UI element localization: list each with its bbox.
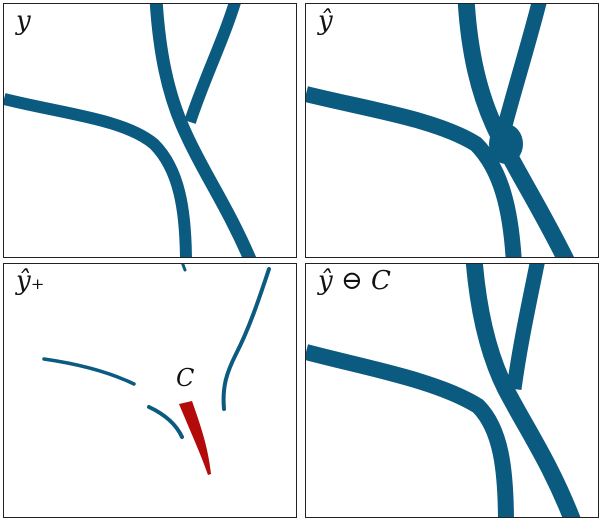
error-fragments [42,264,271,475]
component-c-label: C [176,364,195,392]
vessel-left-branch [306,344,514,517]
panel-label-y-hat-plus: ŷ₊ [16,266,45,296]
fragment-left-short [147,405,184,439]
vessel-main-branch [465,264,581,517]
vessel-left-branch [4,93,192,257]
vessel-merged-junction [489,124,523,164]
fragment-left-long [42,357,136,386]
vessel-mask-prediction [306,4,575,257]
vessel-left-branch [306,86,522,257]
vessel-mask-ground-truth [4,4,257,257]
error-component-c [179,401,211,475]
vessel-right-branch [496,4,547,131]
panel-label-y-hat: ŷ [318,6,333,36]
vessel-mask-corrected [306,264,581,517]
panel-prediction-plus: ŷ₊ C [3,263,297,518]
fragment-top-small [181,264,187,272]
vessel-right-branch [506,264,545,390]
fragment-right-long [221,267,271,411]
panel-prediction: ŷ [305,3,599,258]
panel-ground-truth: y [3,3,297,258]
panel-label-y-hat-minus-c: ŷ ⊖ C [318,266,391,296]
panel-prediction-minus-c: ŷ ⊖ C [305,263,599,518]
panel-label-y: y [16,6,31,36]
vessel-right-branch [184,4,241,124]
vessel-main-branch [149,4,257,257]
